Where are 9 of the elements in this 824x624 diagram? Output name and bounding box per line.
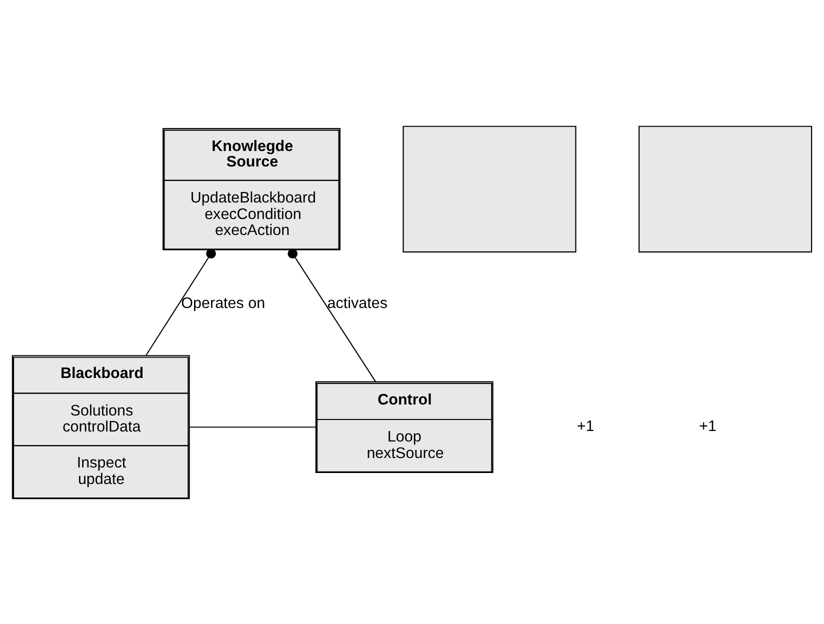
connector xyxy=(145,248,216,356)
node-box xyxy=(402,125,576,252)
connector xyxy=(288,248,376,382)
edge-label: Operates on xyxy=(181,294,266,312)
label: +1 xyxy=(699,418,717,435)
node-box xyxy=(638,125,812,252)
label: +1 xyxy=(576,418,594,435)
connector xyxy=(190,426,316,428)
edge-label: activates xyxy=(327,294,388,312)
